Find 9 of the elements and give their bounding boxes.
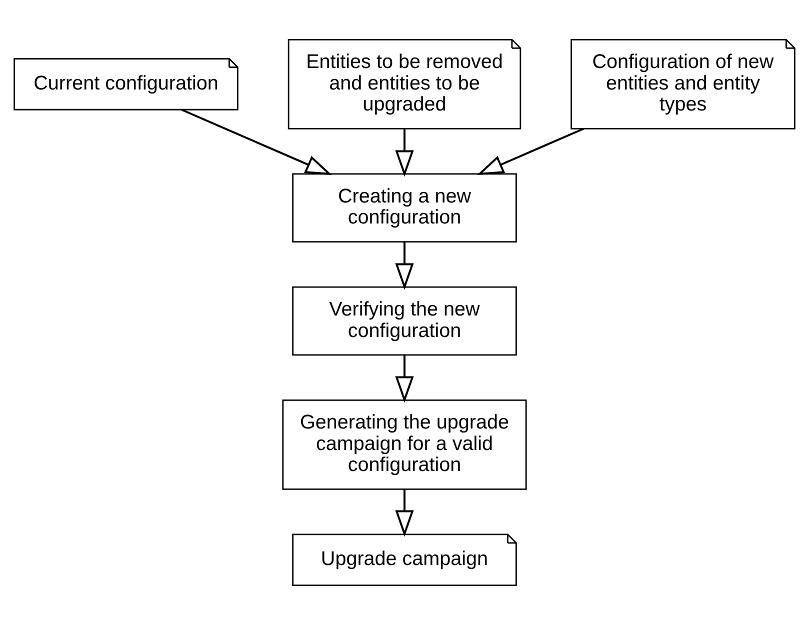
arrow	[395, 488, 414, 536]
arrow	[395, 242, 414, 290]
arrow	[476, 127, 584, 174]
arrow	[395, 354, 414, 402]
arrow	[395, 128, 414, 176]
node-box: Creating a new configuration	[292, 172, 517, 242]
node-box: Verifying the new configuration	[292, 286, 517, 356]
node-box: Generating the upgrade campaign for a valid configuration	[282, 398, 527, 490]
arrow	[181, 108, 332, 175]
